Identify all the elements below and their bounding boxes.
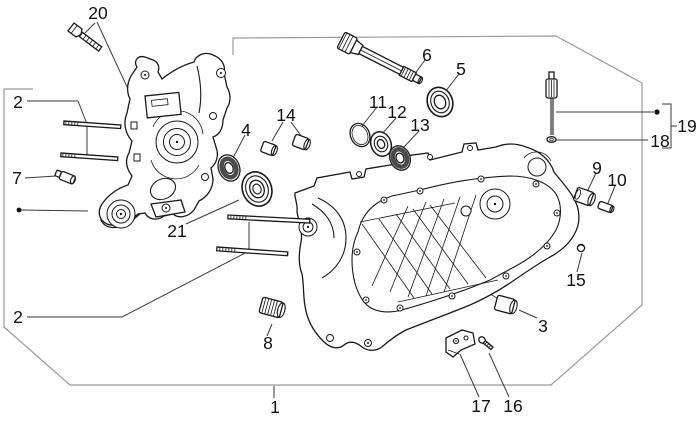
part-bolt-20	[67, 22, 103, 52]
callout-5: 5	[456, 59, 466, 79]
leader-lines	[16, 21, 677, 398]
part-oil-seal-4	[217, 154, 241, 182]
part-screw-19	[545, 71, 558, 135]
callout-13: 13	[410, 115, 429, 135]
part-gear-shaft-6	[336, 32, 424, 85]
callout-3: 3	[538, 316, 548, 336]
part-washer-18	[546, 136, 557, 143]
part-bearing-12	[369, 131, 393, 157]
callout-11: 11	[369, 92, 387, 112]
callout-9: 9	[592, 158, 602, 178]
part-crankcase-half-right	[294, 142, 580, 351]
part-oil-seal-13	[388, 145, 412, 171]
part-stud-2b	[60, 152, 119, 162]
callout-20: 20	[88, 3, 108, 23]
part-bracket-17	[445, 329, 476, 358]
part-bushing-3	[493, 294, 518, 315]
part-bushing-14a	[260, 140, 278, 157]
callout-18: 18	[650, 131, 669, 151]
part-bushing-14b	[291, 133, 311, 151]
part-pin-7	[54, 169, 77, 185]
part-stud-2d	[216, 246, 289, 257]
callout-10: 10	[607, 170, 627, 190]
callout-19: 19	[677, 116, 696, 136]
callout-15: 15	[566, 270, 585, 290]
part-screw-16	[478, 336, 494, 351]
part-bushing-8	[258, 296, 286, 319]
part-bearing-5	[426, 86, 454, 118]
callout-14: 14	[276, 105, 296, 125]
callout-12: 12	[387, 102, 406, 122]
part-stud-2c	[227, 214, 311, 224]
callout-6: 6	[422, 45, 432, 65]
part-pin-10	[597, 200, 615, 214]
callout-1: 1	[270, 397, 280, 417]
callout-2-upper: 2	[13, 92, 23, 112]
part-crankcase-half-left	[98, 52, 231, 229]
part-bearing-21	[241, 171, 273, 207]
drawing-frame-border	[3, 35, 643, 386]
part-ring-11	[349, 122, 371, 148]
callout-7: 7	[12, 168, 22, 188]
callout-16: 16	[503, 396, 522, 416]
part-stud-2a	[63, 120, 122, 130]
callout-labels: 20 2 7 2 21 4 14 8 1 11 12 13 6 5 9 10 1…	[12, 3, 697, 417]
callout-17: 17	[471, 396, 490, 416]
callout-2-lower: 2	[13, 307, 23, 327]
callout-21: 21	[167, 221, 186, 241]
callout-4: 4	[241, 120, 251, 140]
part-plug-15	[576, 243, 586, 253]
part-bushing-9	[573, 186, 596, 207]
callout-8: 8	[263, 333, 273, 353]
